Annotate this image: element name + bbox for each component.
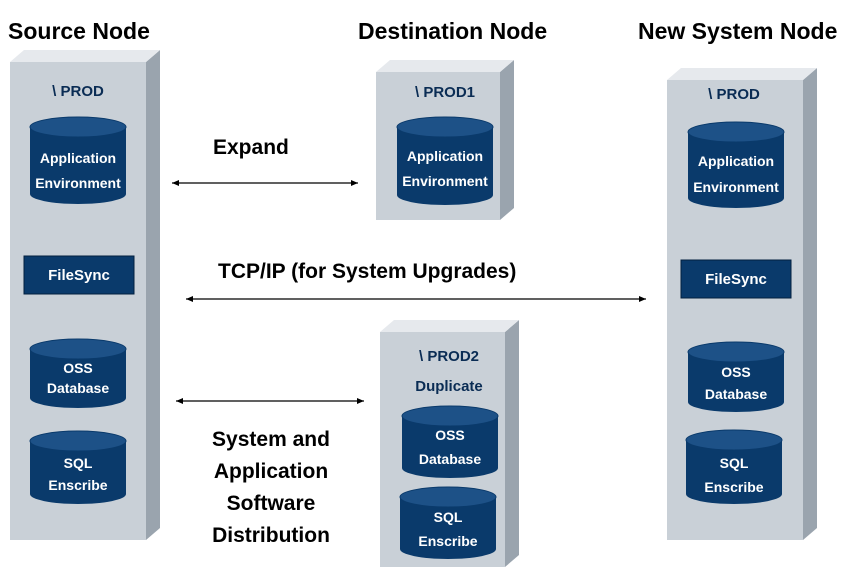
source-app-env-cylinder: Application Environment [29, 116, 127, 204]
new-system-oss-db-line1: OSS [721, 364, 751, 380]
source-sql-line2: Enscribe [48, 477, 107, 493]
prod1-app-env-line1: Application [407, 148, 483, 164]
distribution-connection: System and Application Software Distribu… [176, 398, 364, 547]
prod1-app-env-line2: Environment [402, 173, 488, 189]
source-app-env-line2: Environment [35, 175, 121, 191]
source-oss-db-cylinder: OSS Database [29, 338, 127, 408]
expand-label: Expand [213, 136, 289, 159]
new-system-filesync-label: FileSync [705, 271, 767, 288]
distribution-label-line3: Software [227, 492, 316, 515]
destination-node-heading: Destination Node [358, 18, 547, 44]
new-system-sql-line1: SQL [720, 455, 749, 471]
tcpip-connection: TCP/IP (for System Upgrades) [186, 260, 646, 302]
expand-connection: Expand [172, 136, 358, 186]
source-app-env-line1: Application [40, 150, 116, 166]
new-system-app-env-cylinder: Application Environment [687, 121, 785, 208]
tcpip-label: TCP/IP (for System Upgrades) [218, 260, 516, 283]
prod2-oss-db-cylinder: OSS Database [401, 405, 499, 478]
source-node-box: \ PROD Application Environment FileSync … [10, 50, 160, 540]
prod1-node-title: \ PROD1 [415, 84, 475, 101]
prod2-sql-cylinder: SQL Enscribe [399, 486, 497, 559]
distribution-label-line4: Distribution [212, 524, 330, 547]
prod2-oss-db-line2: Database [419, 451, 481, 467]
new-system-sql-cylinder: SQL Enscribe [685, 429, 783, 504]
new-system-node-heading: New System Node [638, 18, 837, 44]
new-system-app-env-line2: Environment [693, 179, 779, 195]
source-sql-line1: SQL [64, 455, 93, 471]
new-system-node-box: \ PROD Application Environment FileSync … [667, 68, 817, 540]
prod1-app-env-cylinder: Application Environment [396, 116, 494, 205]
prod2-oss-db-line1: OSS [435, 427, 465, 443]
new-system-sql-line2: Enscribe [704, 479, 763, 495]
prod2-node-title: \ PROD2 [419, 348, 479, 365]
prod2-node-box: \ PROD2 Duplicate OSS Database SQL Enscr… [380, 320, 519, 567]
new-system-node-title: \ PROD [708, 86, 760, 103]
new-system-oss-db-cylinder: OSS Database [687, 341, 785, 412]
source-filesync-label: FileSync [48, 267, 110, 284]
new-system-app-env-line1: Application [698, 153, 774, 169]
source-sql-cylinder: SQL Enscribe [29, 430, 127, 504]
source-filesync-box: FileSync [23, 255, 135, 295]
source-node-title: \ PROD [52, 83, 104, 100]
prod2-sql-line1: SQL [434, 509, 463, 525]
distribution-label-line1: System and [212, 428, 330, 451]
source-oss-db-line1: OSS [63, 360, 93, 376]
new-system-filesync-box: FileSync [680, 259, 792, 299]
prod2-node-subtitle: Duplicate [415, 378, 483, 395]
source-node-heading: Source Node [8, 18, 150, 44]
distribution-label-line2: Application [214, 460, 328, 483]
source-oss-db-line2: Database [47, 380, 109, 396]
new-system-oss-db-line2: Database [705, 386, 767, 402]
prod2-sql-line2: Enscribe [418, 533, 477, 549]
prod1-node-box: \ PROD1 Application Environment [376, 60, 514, 220]
